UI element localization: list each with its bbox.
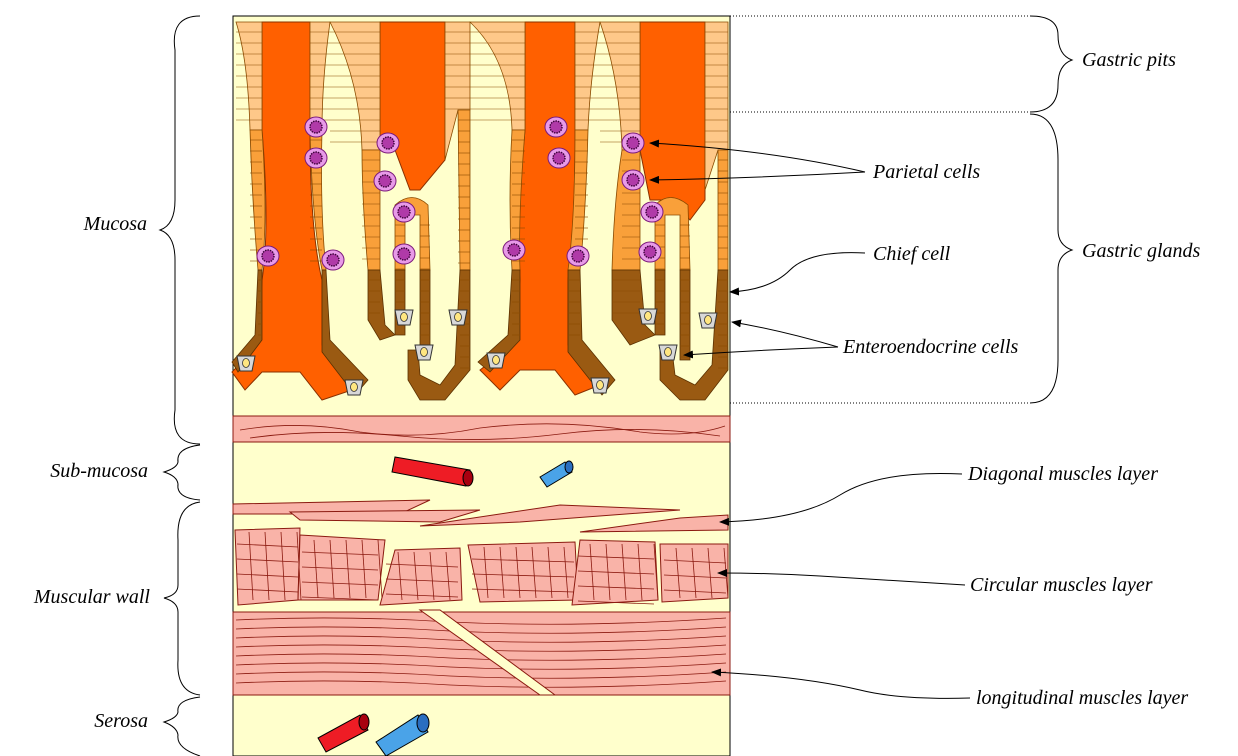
circular-leader xyxy=(718,573,965,585)
enteroendocrine-cell xyxy=(639,309,657,324)
parietal-cell xyxy=(545,117,567,137)
label-muscular-wall: Muscular wall xyxy=(33,586,151,608)
label-chief-cell: Chief cell xyxy=(873,243,951,265)
enteroendocrine-cell xyxy=(591,378,609,393)
parietal-cell xyxy=(622,133,644,153)
parietal-cell xyxy=(393,202,415,222)
label-diagonal-muscles-layer: Diagonal muscles layer xyxy=(967,463,1158,485)
sub-mucosa-brace xyxy=(164,445,200,500)
parietal-cell xyxy=(322,250,344,270)
parietal-cell xyxy=(548,148,570,168)
parietal-cell xyxy=(374,171,396,191)
left-braces xyxy=(160,16,200,756)
enteroendocrine-cell xyxy=(659,345,677,360)
parietal-cell xyxy=(622,170,644,190)
gastric-pits-brace xyxy=(1030,16,1072,112)
parietal-cell xyxy=(503,240,525,260)
label-sub-mucosa: Sub-mucosa xyxy=(50,460,148,482)
label-gastric-pits: Gastric pits xyxy=(1082,49,1176,71)
parietal-cell xyxy=(641,202,663,222)
entero-leader-1 xyxy=(732,322,838,347)
enteroendocrine-cell xyxy=(395,310,413,325)
parietal-cell xyxy=(393,244,415,264)
parietal-cell xyxy=(257,246,279,266)
muscularis-mucosae xyxy=(233,416,730,442)
enteroendocrine-cell xyxy=(487,353,505,368)
mucosa-brace xyxy=(160,16,200,444)
label-circular-muscles-layer: Circular muscles layer xyxy=(970,574,1153,596)
serosa-brace xyxy=(164,697,200,756)
enteroendocrine-cell xyxy=(415,345,433,360)
enteroendocrine-cell xyxy=(345,380,363,395)
parietal-cell xyxy=(377,133,399,153)
diagonal-leader xyxy=(720,473,962,522)
label-enteroendocrine-cells: Enteroendocrine cells xyxy=(842,336,1019,358)
parietal-cell xyxy=(305,148,327,168)
gastric-glands-brace xyxy=(1030,114,1072,403)
label-longitudinal-muscles-layer: longitudinal muscles layer xyxy=(976,687,1188,709)
label-gastric-glands: Gastric glands xyxy=(1082,240,1201,262)
parietal-cell xyxy=(567,246,589,266)
muscular-wall-brace xyxy=(164,502,200,695)
enteroendocrine-cell xyxy=(237,356,255,371)
enteroendocrine-cell xyxy=(699,313,717,328)
parietal-cell xyxy=(639,242,661,262)
label-parietal-cells: Parietal cells xyxy=(872,161,980,183)
parietal-cell xyxy=(305,117,327,137)
enteroendocrine-cell xyxy=(449,310,467,325)
longitudinal-leader xyxy=(712,672,970,698)
chief-leader xyxy=(730,253,865,292)
label-serosa: Serosa xyxy=(94,710,148,732)
label-mucosa: Mucosa xyxy=(83,213,147,235)
longitudinal-muscles-layer xyxy=(233,610,730,695)
